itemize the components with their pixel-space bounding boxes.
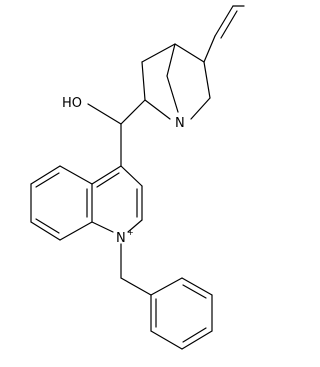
bond-c2q-n1 [127,219,143,233]
bond-c4a-c5 [59,165,93,185]
atom-label-quinolinium-nitrogen: N [116,231,126,246]
atom-label-quinuclidine-nitrogen: N [175,116,185,131]
bond-cage-n-c8 [144,99,171,120]
bond-ph-5-6 [150,330,183,350]
atom-labels: HO N N + [62,96,185,246]
bond-c4a-c4q [91,165,122,185]
bond-vinyl-double-outer [214,5,234,37]
bonds [30,5,245,350]
bond-vinyl-double-inner [220,10,238,39]
bond-c4a-c4q-inner [96,172,120,188]
bond-c7-c8-inner [35,218,60,234]
bond-c9-oh [87,103,122,125]
bond-c7-c8 [30,221,61,241]
bond-cage-c3-c2 [203,61,211,99]
bond-ph-1-2 [150,277,183,296]
bond-ph-4-5 [181,330,213,350]
bond-ph-4-5-inner [182,327,207,343]
bond-cage-c3-c4 [174,43,205,63]
bond-vinyl-ring [203,35,216,63]
bond-ph-2-3-inner [182,284,207,299]
bond-cage-c7-c6 [141,43,176,63]
bond-n1-c8a [91,221,114,233]
atom-charge-quinolinium: + [127,228,134,237]
bond-cage-c4-bridge [166,43,176,77]
bond-ch2-ipso [120,277,152,296]
atom-label-hydroxyl: HO [62,96,82,111]
bond-c8-c8a [59,221,93,241]
bond-c8-c9 [120,99,146,125]
chemical-structure: HO N N + [30,5,245,350]
bond-cage-c8-c7 [141,61,146,101]
bond-ph-2-3 [181,277,213,296]
bond-cage-c2-n [190,97,211,120]
bond-c5-c6-inner [35,172,60,188]
bond-c4q-c3q [120,165,143,187]
bond-cage-bridge-n [166,75,179,113]
structure-canvas: HO N N + [30,5,245,350]
bond-c5-c6 [30,165,61,185]
